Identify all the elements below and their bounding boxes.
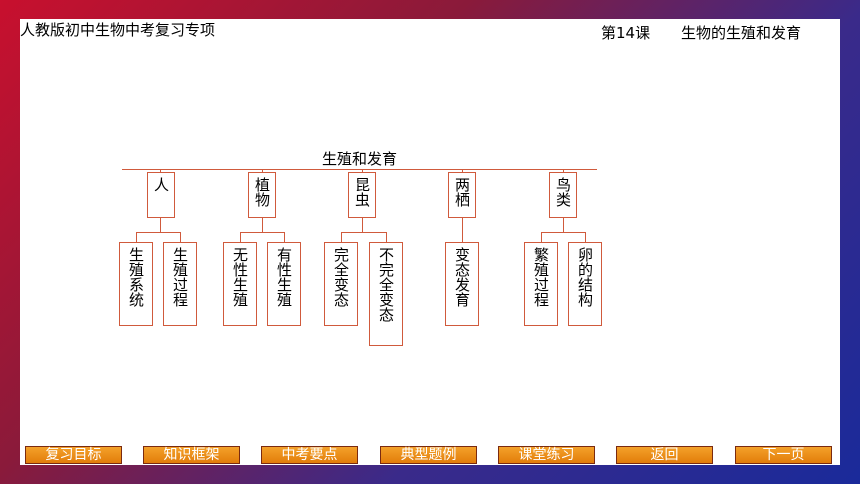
category-amphibian: 两栖	[448, 172, 476, 218]
category-human: 人	[147, 172, 175, 218]
connector-line	[262, 218, 263, 232]
nav-back-button[interactable]: 返回	[616, 446, 713, 464]
leaf-asexual-reproduction: 无性生殖	[223, 242, 257, 326]
slide-panel	[20, 19, 840, 465]
connector-line	[240, 232, 241, 242]
connector-line	[136, 232, 137, 242]
connector-line	[541, 232, 542, 242]
series-title: 人教版初中生物中考复习专项	[20, 21, 216, 39]
connector-line	[160, 218, 161, 232]
leaf-sexual-reproduction: 有性生殖	[267, 242, 301, 326]
leaf-incomplete-metamorphosis: 不完全变态	[369, 242, 403, 346]
connector-line	[136, 232, 180, 233]
connector-line	[541, 232, 585, 233]
nav-typical-examples-button[interactable]: 典型题例	[380, 446, 477, 464]
connector-line	[341, 232, 342, 242]
leaf-metamorphic-development: 变态发育	[445, 242, 479, 326]
connector-line	[462, 218, 463, 242]
connector-line	[563, 169, 564, 172]
diagram-root: 生殖和发育	[322, 150, 398, 168]
category-insect: 昆虫	[348, 172, 376, 218]
connector-line	[284, 232, 285, 242]
root-connector-line	[122, 169, 597, 170]
nav-review-goals-button[interactable]: 复习目标	[25, 446, 122, 464]
connector-line	[563, 218, 564, 232]
connector-line	[362, 169, 363, 172]
nav-class-exercise-button[interactable]: 课堂练习	[498, 446, 595, 464]
connector-line	[160, 169, 161, 172]
leaf-breeding-process: 繁殖过程	[524, 242, 558, 326]
leaf-reproductive-process: 生殖过程	[163, 242, 197, 326]
connector-line	[362, 218, 363, 232]
category-plant: 植物	[248, 172, 276, 218]
nav-next-page-button[interactable]: 下一页	[735, 446, 832, 464]
connector-line	[585, 232, 586, 242]
connector-line	[462, 169, 463, 172]
leaf-reproductive-system: 生殖系统	[119, 242, 153, 326]
leaf-complete-metamorphosis: 完全变态	[324, 242, 358, 326]
category-bird: 鸟类	[549, 172, 577, 218]
lesson-number: 第14课	[601, 24, 651, 42]
connector-line	[386, 232, 387, 242]
connector-line	[262, 169, 263, 172]
leaf-egg-structure: 卵的结构	[568, 242, 602, 326]
nav-knowledge-framework-button[interactable]: 知识框架	[143, 446, 240, 464]
connector-line	[180, 232, 181, 242]
connector-line	[341, 232, 386, 233]
lesson-title: 生物的生殖和发育	[681, 24, 802, 42]
connector-line	[240, 232, 284, 233]
nav-exam-points-button[interactable]: 中考要点	[261, 446, 358, 464]
